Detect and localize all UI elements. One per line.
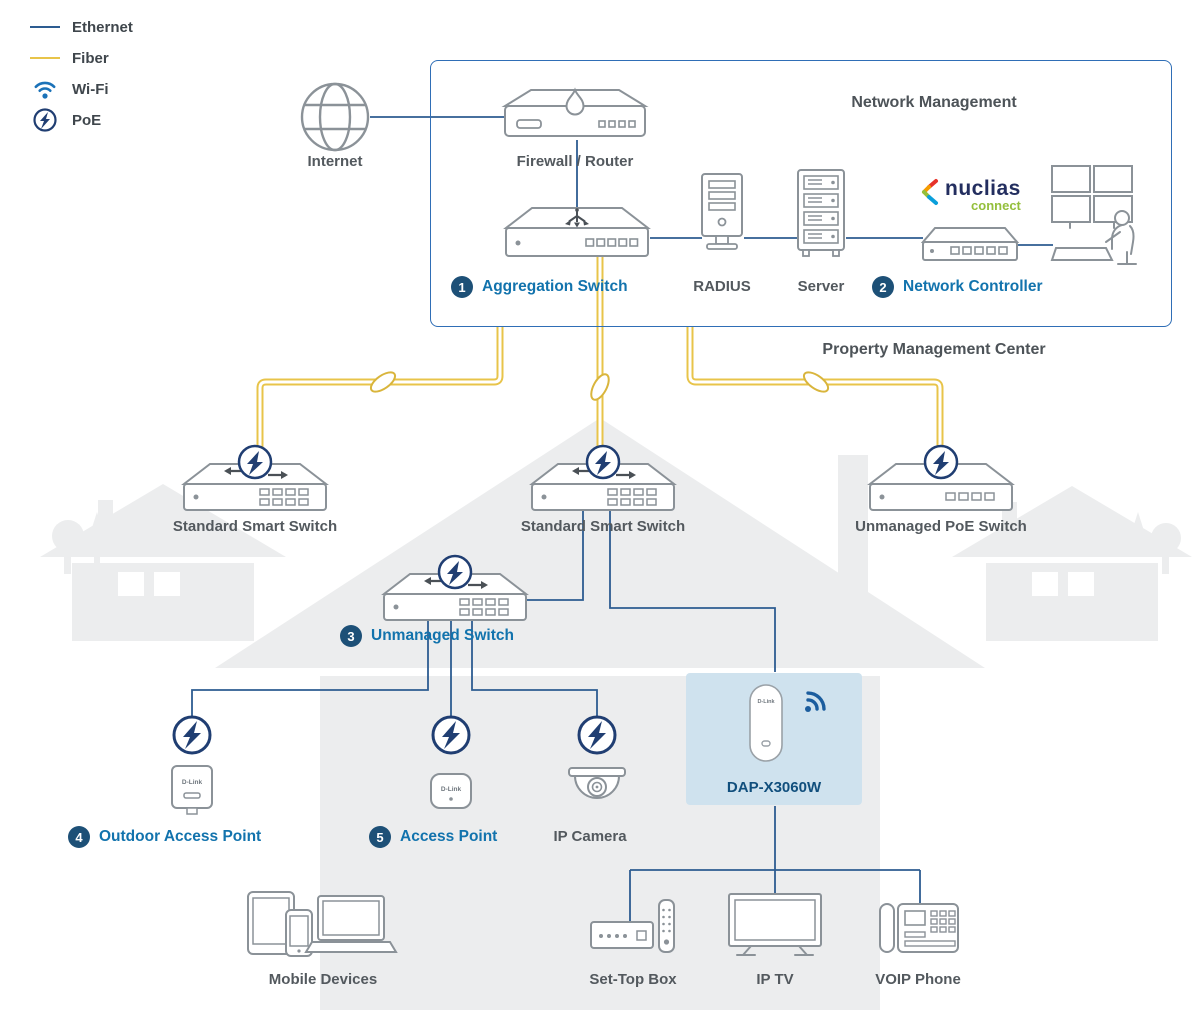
unmanaged-poe-switch-icon xyxy=(866,444,1016,521)
mobile-devices-icon xyxy=(246,886,402,967)
outdoor-access-point-label: Outdoor Access Point xyxy=(99,828,262,845)
operator-workstation-icon xyxy=(1050,162,1144,273)
set-top-box-label: Set-Top Box xyxy=(589,971,677,988)
device-brand-text: D-Link xyxy=(441,786,462,793)
house-windows xyxy=(118,572,1094,596)
network-controller-callout: 2 Network Controller xyxy=(872,276,1043,298)
ip-camera-label: IP Camera xyxy=(553,828,627,845)
aggregation-switch-icon xyxy=(502,202,652,267)
badge-4: 4 xyxy=(68,826,90,848)
poe-injector-icon xyxy=(575,713,619,762)
dap-x3060w-label: DAP-X3060W xyxy=(726,779,822,796)
firewall-label: Firewall / Router xyxy=(516,153,634,170)
legend-label: PoE xyxy=(72,111,102,129)
property-management-center-label: Property Management Center xyxy=(822,341,1046,358)
outdoor-access-point-icon: D-Link xyxy=(165,762,219,823)
wifi-signal-icon xyxy=(805,691,826,712)
standard-smart-switch-center-icon xyxy=(528,444,678,521)
dap-x3060w-highlight-box: D-Link DAP-X3060W xyxy=(686,673,862,805)
legend-item-poe: PoE xyxy=(30,108,133,132)
unmanaged-switch-callout: 3 Unmanaged Switch xyxy=(340,625,514,647)
server-icon xyxy=(794,168,848,265)
legend-item-fiber: Fiber xyxy=(30,47,133,69)
legend: Ethernet Fiber Wi-Fi xyxy=(30,16,133,132)
internet-label: Internet xyxy=(307,153,363,170)
handset-icon xyxy=(879,903,895,953)
radius-label: RADIUS xyxy=(693,278,751,295)
firewall-router-icon xyxy=(501,84,649,147)
device-brand-text: D-Link xyxy=(182,779,203,786)
ethernet-line-swatch xyxy=(30,26,60,28)
badge-1: 1 xyxy=(451,276,473,298)
badge-2: 2 xyxy=(872,276,894,298)
ip-tv-label: IP TV xyxy=(756,971,794,988)
nuclias-product-text: connect xyxy=(971,198,1021,213)
split-arrowheads xyxy=(565,219,589,228)
network-management-title: Network Management xyxy=(851,94,1017,111)
set-top-box-icon xyxy=(589,898,677,963)
access-point-icon: D-Link xyxy=(424,770,478,821)
poe-injector-icon xyxy=(170,713,214,762)
network-controller-label: Network Controller xyxy=(903,278,1043,295)
legend-item-wifi: Wi-Fi xyxy=(30,78,133,100)
device-brand-text: D-Link xyxy=(757,699,775,705)
dap-x3060w-device-icon: D-Link xyxy=(749,684,783,762)
fiber-lines xyxy=(256,257,944,458)
voip-phone-icon xyxy=(878,898,962,967)
remote-control-icon xyxy=(658,899,675,953)
ethernet-lines xyxy=(191,116,1053,924)
aggregation-switch-label: Aggregation Switch xyxy=(482,278,628,295)
internet-globe-icon xyxy=(297,79,373,160)
nuclias-chevron-icon xyxy=(922,179,938,205)
badge-3: 3 xyxy=(340,625,362,647)
nuclias-brand-text: nuclias xyxy=(945,177,1021,200)
fiber-slack-ovals xyxy=(369,371,830,401)
legend-label: Fiber xyxy=(72,49,109,67)
smart-switch-left-label: Standard Smart Switch xyxy=(172,518,338,535)
smart-switch-center-label: Standard Smart Switch xyxy=(520,518,686,535)
voip-phone-label: VOIP Phone xyxy=(875,971,961,988)
poe-injector-icon xyxy=(429,713,473,762)
access-point-label: Access Point xyxy=(400,828,498,845)
nuclias-connect-logo: nuclias connect xyxy=(920,178,1021,213)
mobile-devices-label: Mobile Devices xyxy=(268,971,378,988)
access-point-callout: 5 Access Point xyxy=(369,826,497,848)
ip-camera-icon xyxy=(565,766,629,825)
ip-tv-icon xyxy=(727,892,823,965)
network-controller-icon xyxy=(920,222,1020,271)
standard-smart-switch-left-icon xyxy=(180,444,330,521)
aggregation-switch-callout: 1 Aggregation Switch xyxy=(451,276,628,298)
network-management-box xyxy=(430,60,1172,327)
unmanaged-switch-icon xyxy=(380,554,530,631)
legend-label: Wi-Fi xyxy=(72,80,109,98)
legend-label: Ethernet xyxy=(72,18,133,36)
flame-icon xyxy=(565,87,585,116)
unmanaged-poe-switch-label: Unmanaged PoE Switch xyxy=(855,518,1027,535)
legend-item-ethernet: Ethernet xyxy=(30,16,133,38)
unmanaged-switch-label: Unmanaged Switch xyxy=(371,627,514,644)
poe-icon xyxy=(33,108,57,132)
server-label: Server xyxy=(797,278,845,295)
outdoor-access-point-callout: 4 Outdoor Access Point xyxy=(68,826,261,848)
wifi-icon xyxy=(34,81,56,99)
badge-5: 5 xyxy=(369,826,391,848)
fiber-line-swatch xyxy=(30,57,60,59)
radius-server-icon xyxy=(699,172,745,261)
split-arrow-icon xyxy=(568,208,586,223)
